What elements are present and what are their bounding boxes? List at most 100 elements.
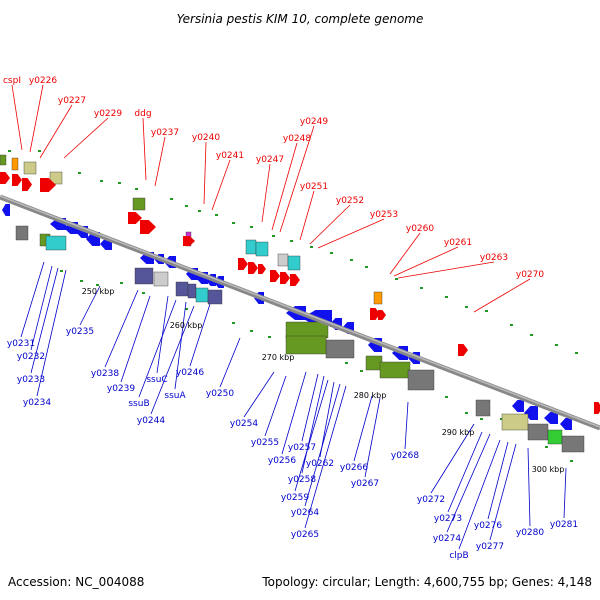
forward-gene-arrow — [594, 402, 600, 414]
tick-dot — [365, 266, 368, 268]
gene-block — [287, 255, 301, 271]
gene-block — [153, 271, 169, 287]
bottom-leader-line — [458, 439, 501, 550]
gene-block — [501, 413, 529, 431]
gene-block — [325, 339, 355, 359]
bottom-gene-label: ssuC — [146, 375, 167, 385]
gene-block — [0, 154, 7, 166]
forward-gene-arrow — [140, 220, 156, 234]
gene-block — [49, 171, 63, 185]
bottom-leader-line — [487, 441, 509, 520]
bottom-gene-label: y0233 — [17, 375, 45, 385]
bottom-gene-label: y0235 — [66, 327, 94, 337]
gene-features — [0, 154, 600, 453]
top-leader-line — [261, 163, 271, 223]
bottom-gene-label: y0232 — [17, 352, 45, 362]
gene-block — [187, 283, 197, 299]
bottom-gene-label: y0273 — [434, 514, 462, 524]
top-gene-label: ddg — [134, 109, 151, 119]
bottom-gene-label: y0254 — [230, 419, 259, 429]
gene-block — [547, 429, 563, 445]
tick-dot — [330, 252, 333, 254]
top-leader-line — [142, 117, 147, 181]
tick-dot — [555, 344, 558, 346]
tick-dot — [445, 396, 448, 398]
bottom-leader-line — [404, 401, 409, 450]
gene-block — [527, 423, 549, 441]
top-leader-line — [309, 204, 351, 245]
reverse-gene-arrow — [560, 418, 572, 430]
bottom-leader-line — [430, 423, 475, 494]
bottom-gene-label: y0274 — [433, 534, 462, 544]
bottom-gene-label: y0272 — [417, 495, 445, 505]
bottom-leader-line — [563, 467, 567, 519]
tick-dot — [465, 306, 468, 308]
top-gene-label: y0226 — [29, 76, 58, 86]
bottom-leader-line — [36, 269, 67, 397]
tick-label: 260 kbp — [170, 321, 203, 330]
gene-block — [475, 399, 491, 417]
forward-gene-arrow — [238, 258, 248, 270]
tick-label: 250 kbp — [82, 287, 115, 296]
top-leader-line — [393, 246, 459, 277]
top-gene-label: y0261 — [444, 238, 472, 248]
bottom-gene-label: y0281 — [550, 520, 578, 530]
bottom-gene-label: ssuA — [164, 391, 186, 401]
tick-dot — [510, 324, 513, 326]
forward-gene-arrow — [128, 212, 142, 224]
bottom-leader-line — [301, 375, 325, 474]
tick-label: 280 kbp — [354, 391, 387, 400]
top-leader-line — [29, 84, 44, 153]
gene-block — [195, 287, 209, 303]
bottom-leader-line — [301, 373, 319, 442]
bottom-gene-label: y0258 — [288, 475, 317, 485]
gene-block — [134, 267, 154, 285]
bottom-leader-line — [304, 383, 341, 507]
bottom-gene-label: y0259 — [281, 493, 310, 503]
bottom-gene-label: y0234 — [23, 398, 52, 408]
bottom-leader-line — [446, 433, 491, 533]
tick-dot — [120, 282, 123, 284]
top-leader-line — [299, 190, 315, 241]
bottom-leader-line — [104, 289, 139, 368]
bottom-leader-line — [30, 267, 59, 374]
top-gene-label: y0229 — [94, 109, 123, 119]
reverse-gene-arrow — [512, 400, 524, 412]
gene-block — [23, 161, 37, 175]
top-leader-line — [63, 117, 109, 159]
reverse-gene-arrow — [2, 204, 10, 216]
top-gene-label: y0248 — [283, 134, 312, 144]
bottom-gene-label: y0256 — [268, 456, 297, 466]
tick-dot — [500, 418, 503, 420]
bottom-leader-line — [243, 371, 275, 418]
tick-dot — [420, 287, 423, 289]
gene-block — [245, 239, 257, 255]
top-gene-label: y0227 — [58, 96, 86, 106]
bottom-leader-line — [281, 371, 307, 455]
tick-dot — [570, 460, 573, 462]
tick-dot — [38, 150, 41, 152]
tick-dot — [232, 322, 235, 324]
gene-block — [207, 289, 223, 305]
tick-dot — [185, 205, 188, 207]
top-gene-label: cspI — [3, 76, 21, 86]
bottom-gene-label: y0262 — [306, 459, 334, 469]
tick-dot — [465, 412, 468, 414]
top-gene-label: y0252 — [336, 196, 364, 206]
bottom-gene-label: y0244 — [137, 416, 166, 426]
forward-gene-arrow — [280, 272, 290, 284]
tick-dot — [530, 334, 533, 336]
tick-dot — [480, 418, 483, 420]
tick-dot — [80, 280, 83, 282]
summary-text: Topology: circular; Length: 4,600,755 bp… — [261, 575, 592, 589]
bottom-gene-label: clpB — [449, 551, 468, 561]
bottom-leader-line — [264, 375, 287, 437]
gene-block — [132, 197, 146, 211]
bottom-gene-label: y0276 — [474, 521, 503, 531]
top-gene-label: y0270 — [516, 270, 545, 280]
top-leader-line — [473, 278, 531, 313]
gene-block — [285, 335, 327, 355]
bottom-leader-line — [447, 431, 483, 513]
gene-block — [379, 361, 411, 379]
